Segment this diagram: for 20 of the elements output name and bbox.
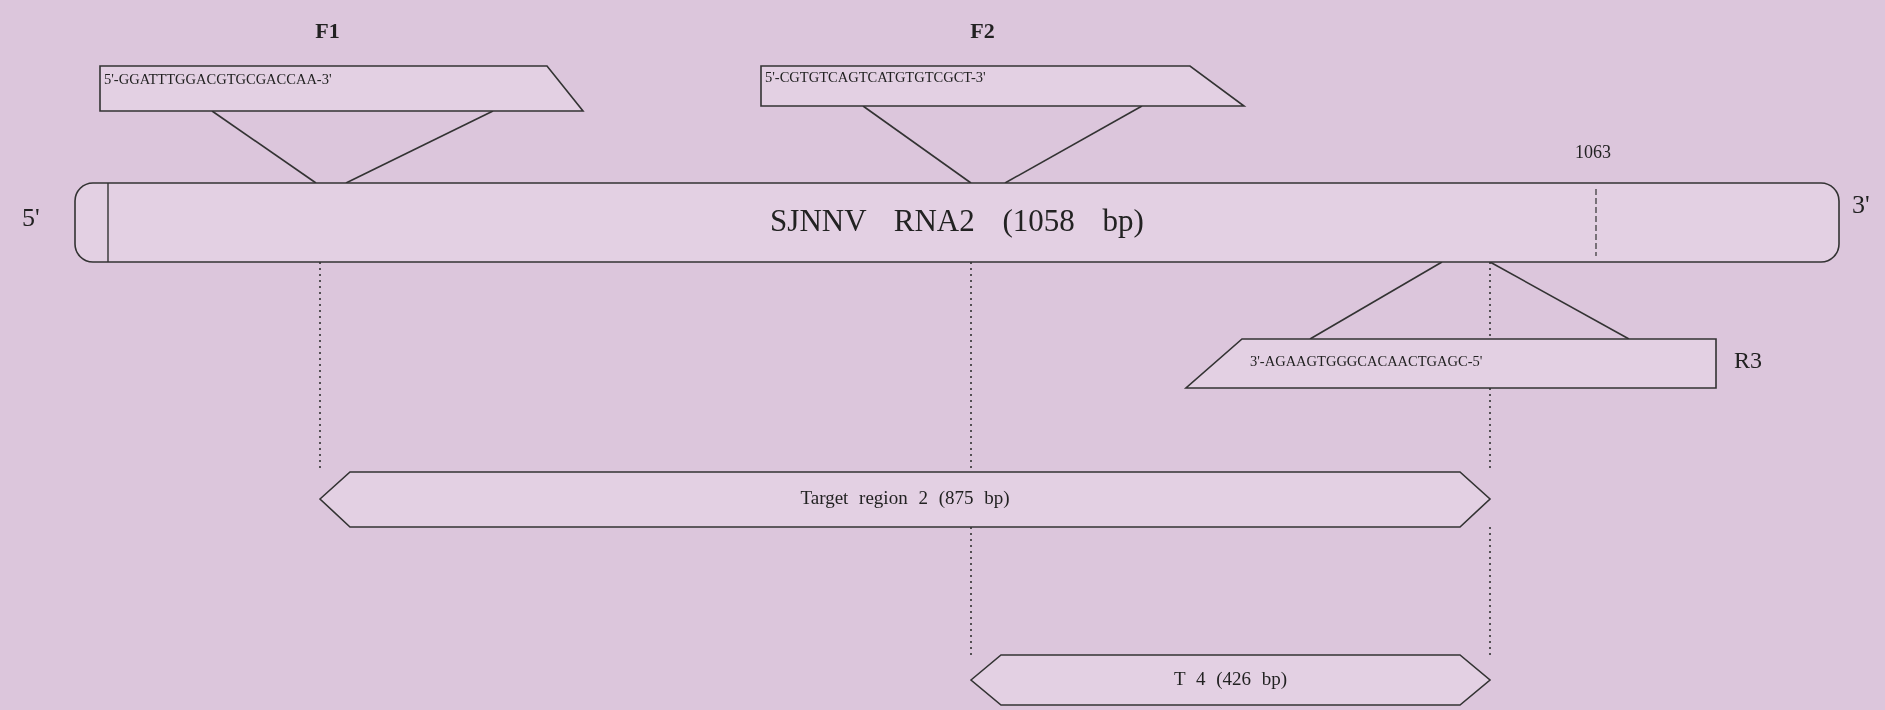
connector-line	[211, 110, 317, 184]
connector-line	[1004, 105, 1143, 184]
sequence-title: SJNNV RNA2 (1058 bp)	[769, 203, 1145, 239]
primer-name: R3	[1734, 347, 1762, 374]
connector-line	[970, 526, 972, 656]
connector-line	[1309, 261, 1443, 340]
region-label: T 4 (426 bp)	[1172, 668, 1289, 690]
strand-end-label: 3'	[1852, 190, 1870, 220]
primer-name: F1	[314, 18, 341, 44]
position-number: 1063	[1575, 142, 1611, 163]
region-label: Target region 2 (875 bp)	[799, 487, 1011, 509]
primer-sequence: 5'-GGATTTGGACGTGCGACCAA-3'	[104, 71, 332, 88]
connector-line	[1489, 526, 1491, 656]
connector-line	[862, 105, 972, 184]
strand-end-label: 5'	[22, 203, 40, 233]
connector-line	[345, 110, 494, 184]
primer-sequence: 3'-AGAAGTGGGCACAACTGAGC-5'	[1250, 353, 1483, 370]
primer-sequence: 5'-CGTGTCAGTCATGTGTCGCT-3'	[765, 69, 986, 86]
primer-name: F2	[969, 18, 996, 44]
connector-line	[1489, 261, 1630, 340]
